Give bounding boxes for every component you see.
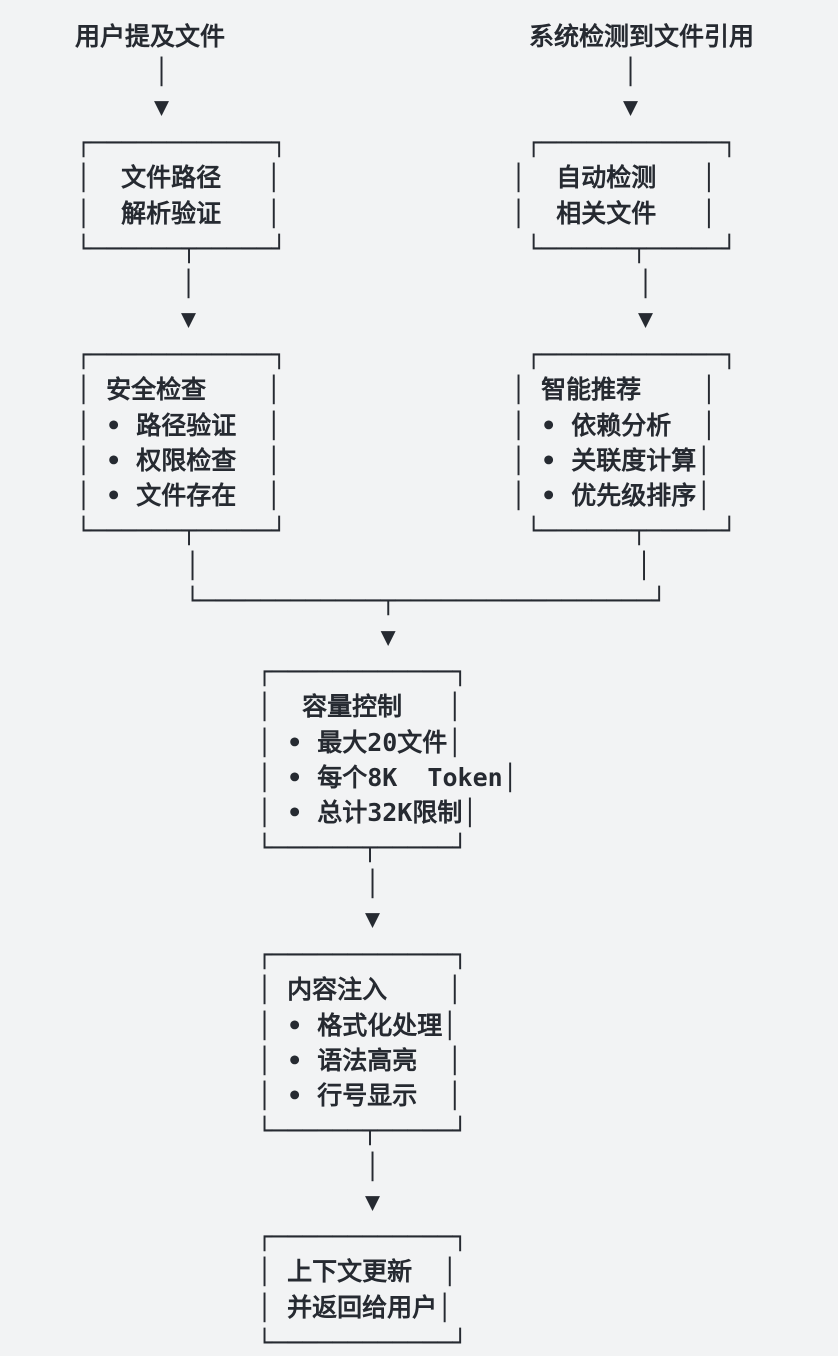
node-auto-detect: ┌────────────┐ │ 自动检测 │ │ 相关文件 │ └──────… — [511, 128, 737, 263]
node-security-check: ┌────────────┐ │ 安全检查 │ │ • 路径验证 │ │ • 权… — [76, 340, 287, 546]
entry-label-user-mention: 用户提及文件 — [75, 22, 226, 51]
node-file-path-parse: ┌────────────┐ │ 文件路径 │ │ 解析验证 │ └──────… — [76, 128, 287, 263]
node-content-inject: ┌────────────┐ │ 内容注入 │ │ • 格式化处理│ │ • 语… — [257, 940, 468, 1146]
merge-connector: │ │ └────────────┬─────────────────┘ ▼ — [185, 551, 667, 651]
arrow-system-to-detect: │ ▼ — [623, 57, 639, 122]
node-smart-recommend: ┌────────────┐ │ 智能推荐 │ │ • 依赖分析 │ │ • 关… — [511, 340, 737, 546]
arrow-inject-to-update: │ ▼ — [365, 1152, 381, 1217]
arrow-parse-to-security: │ ▼ — [181, 269, 197, 334]
arrow-capacity-to-inject: │ ▼ — [365, 869, 381, 934]
node-context-update: ┌────────────┐ │ 上下文更新 │ │ 并返回给用户│ └────… — [257, 1222, 468, 1356]
arrow-user-to-parse: │ ▼ — [154, 57, 170, 122]
entry-label-system-detect: 系统检测到文件引用 — [529, 22, 755, 51]
node-capacity-control: ┌────────────┐ │ 容量控制 │ │ • 最大20文件│ │ • … — [257, 657, 518, 863]
arrow-detect-to-recommend: │ ▼ — [638, 269, 654, 334]
